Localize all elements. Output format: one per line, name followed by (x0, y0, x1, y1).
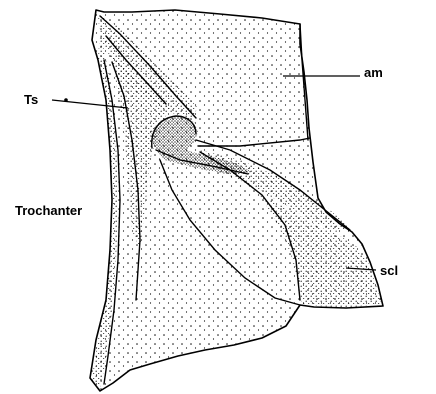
ts-pointer-dot (64, 98, 68, 102)
label-ts: Ts (24, 93, 38, 106)
label-trochanter: Trochanter (15, 204, 82, 217)
label-am: am (364, 66, 383, 79)
label-scl: scl (380, 264, 398, 277)
